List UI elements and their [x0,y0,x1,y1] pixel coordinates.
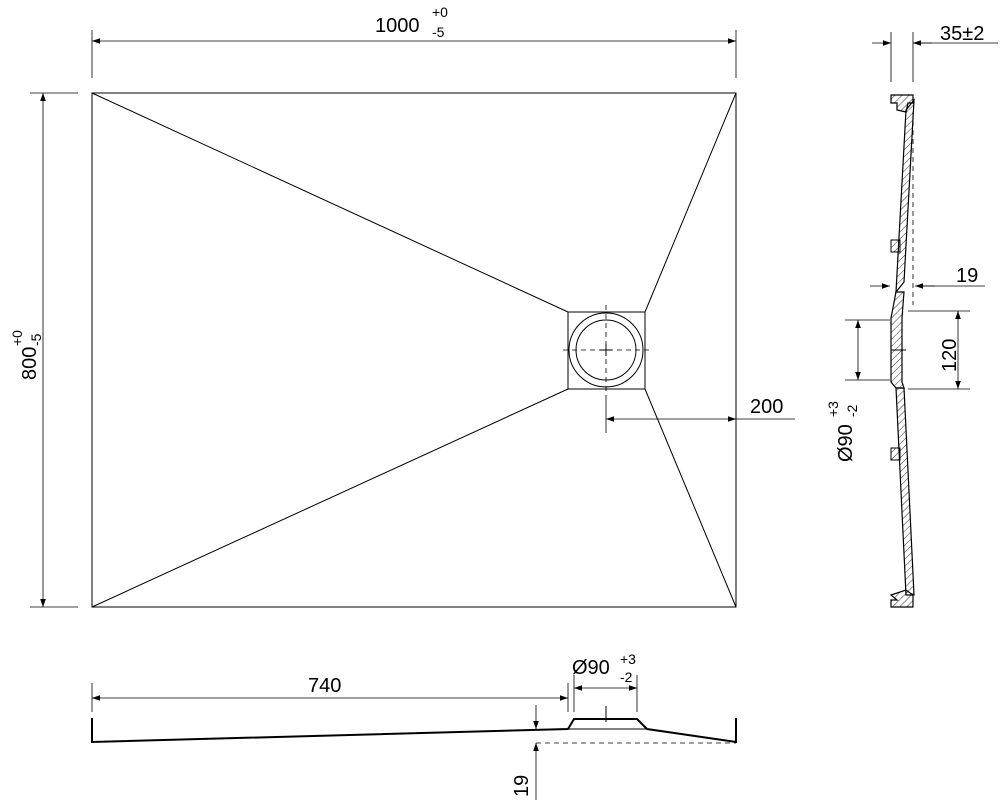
front-drain-dia-label: Ø90 [572,657,610,679]
front-drain-dia-dimension: Ø90 +3 -2 [572,651,638,712]
front-depth-label: 19 [511,775,533,797]
slope-line-top-right [644,92,737,313]
slope-line-bottom-left [91,388,569,608]
height-upper-tol: +0 [9,330,25,346]
thickness-dimension: 35±2 [872,23,998,82]
side-drain-dia-dimension: Ø90 +3 -2 [825,319,890,462]
tray-outline [91,92,737,608]
drain-square [567,311,646,390]
side-drain-dia-lower-tol: -2 [844,404,860,417]
width-label: 1000 [375,15,420,37]
side-depth-label: 19 [956,265,978,287]
height-dimension: 800 +0 -5 [9,92,78,608]
slope-line-bottom-right [644,388,737,608]
slope-line-top-left [91,92,569,313]
front-distance-dimension: 740 [91,675,569,712]
front-drain-dia-upper-tol: +3 [620,651,636,667]
side-drain-height-dimension: 120 [908,310,970,390]
width-lower-tol: -5 [432,24,445,40]
thickness-label: 35±2 [940,23,984,45]
top-view [91,92,737,608]
front-depth-dimension: 19 [511,705,539,800]
width-dimension: 1000 +0 -5 [91,4,737,78]
section-drain-body [890,291,905,389]
front-distance-label: 740 [308,675,341,697]
side-section [889,94,915,608]
front-section [91,706,737,744]
section-upper-wall [895,98,915,294]
section-lower-wall [895,387,915,596]
front-drain-dia-lower-tol: -2 [620,669,633,685]
height-lower-tol: -5 [28,333,44,346]
drain-offset-dimension: 200 [605,395,795,433]
height-label: 800 [19,347,41,380]
side-drain-dia-upper-tol: +3 [825,401,841,417]
drain-offset-label: 200 [750,396,783,418]
side-drain-dia-label: Ø90 [835,424,857,462]
side-drain-height-label: 120 [939,339,961,372]
side-depth-dimension: 19 [870,265,985,289]
front-profile [91,718,737,744]
width-upper-tol: +0 [432,4,448,20]
